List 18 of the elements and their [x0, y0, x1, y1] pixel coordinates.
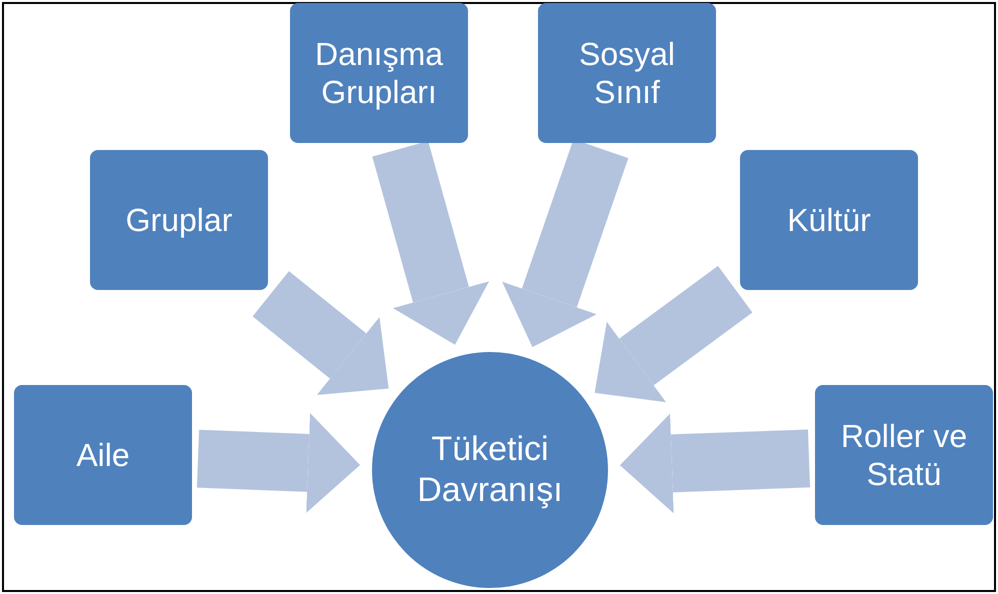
node-label: Kültür	[786, 200, 872, 240]
block-arrow	[196, 413, 360, 513]
node-label: Aile	[75, 436, 131, 474]
block-arrow	[620, 413, 810, 514]
node-label: Roller ve Statü	[840, 416, 968, 494]
rounded-box	[14, 385, 192, 525]
node-label: Gruplar	[124, 200, 234, 240]
block-arrow	[594, 266, 752, 402]
rounded-box	[740, 150, 918, 290]
node-label: Tüketici Davranışı	[416, 429, 564, 511]
block-arrow	[252, 271, 389, 395]
node-label: Danışma Grupları	[314, 34, 444, 112]
rounded-box	[290, 3, 468, 143]
block-arrow	[372, 140, 490, 345]
rounded-box	[90, 150, 268, 290]
rounded-box	[538, 3, 716, 143]
node-label: Sosyal Sınıf	[578, 34, 676, 112]
rounded-box	[815, 385, 993, 525]
